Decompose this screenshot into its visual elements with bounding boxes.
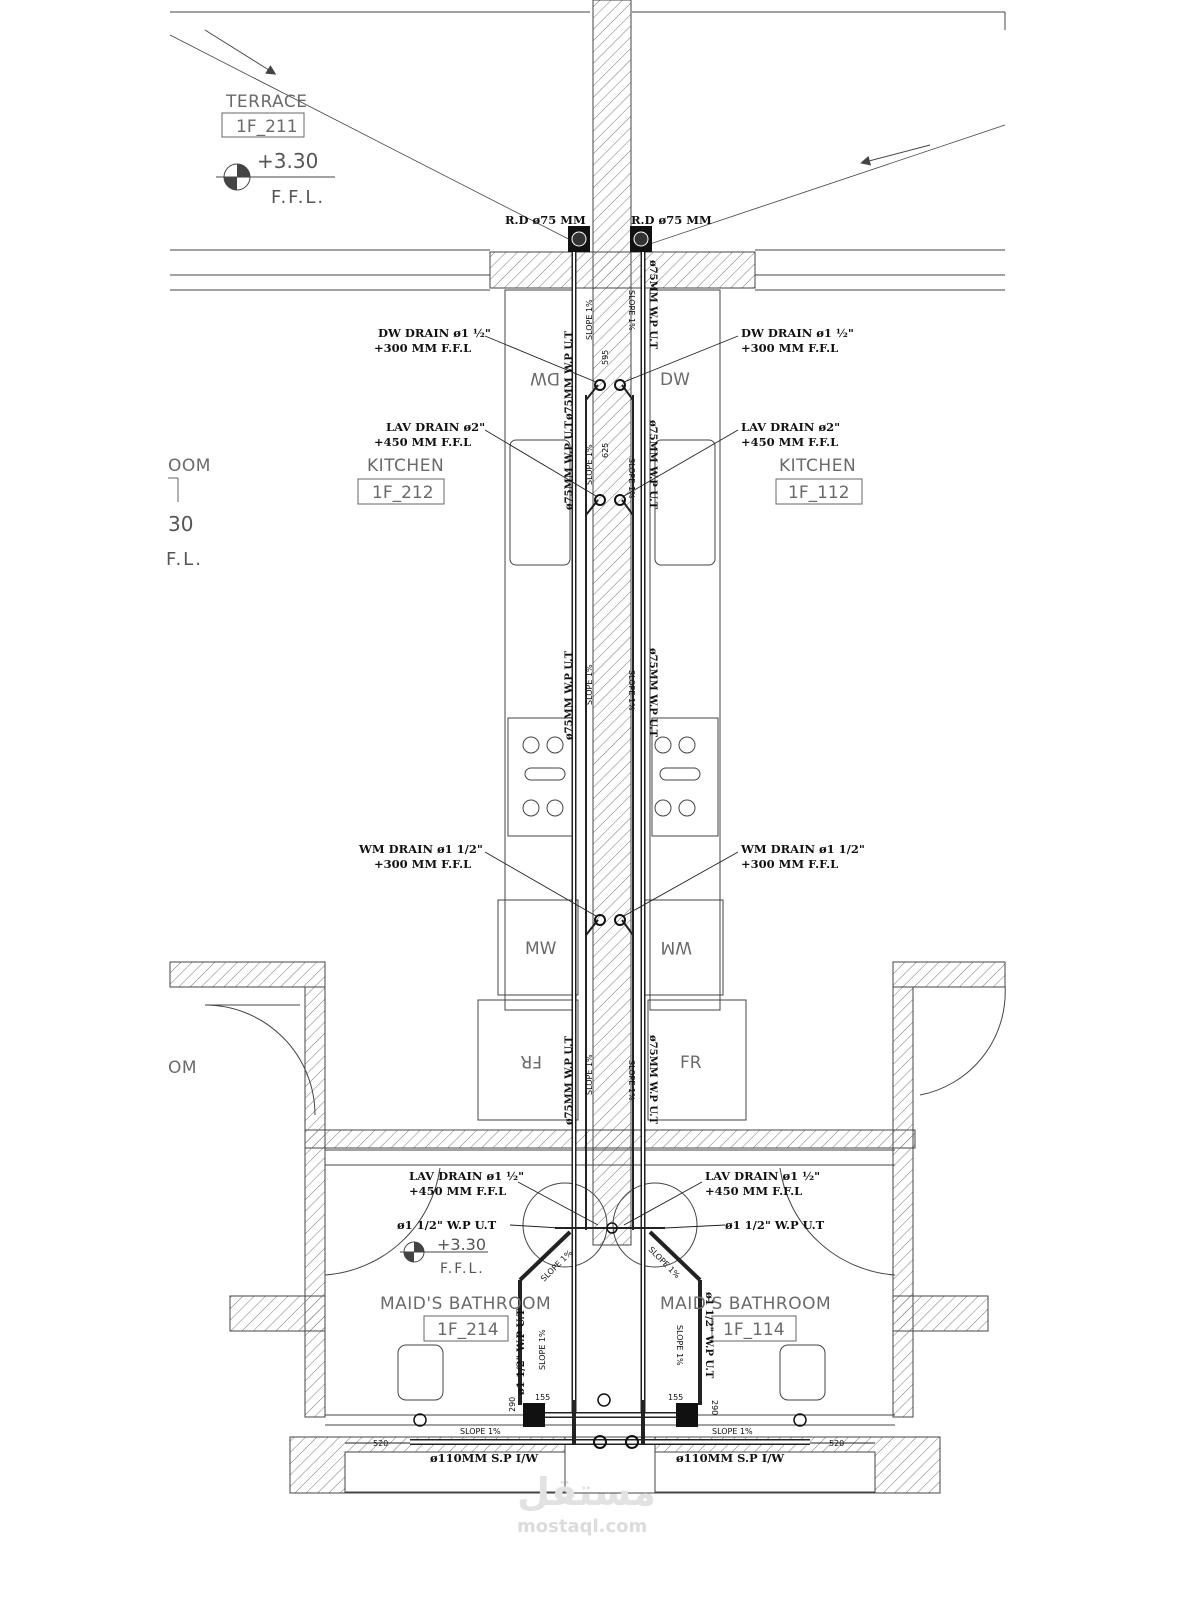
room-name: OOM <box>168 456 211 476</box>
room-label-maid-right: MAID'S BATHROOM 1F_114 <box>660 1294 831 1342</box>
slope-note-2: SLOPE 1% <box>585 444 594 485</box>
rd-note-right: R.D ø75 MM <box>631 213 712 227</box>
dim-290-right: 290 <box>710 1400 719 1415</box>
pipe-note-left-4: ø75MM W.P U.T <box>564 1035 575 1125</box>
dw-drain-right-1: DW DRAIN ø1 ½" <box>741 326 854 340</box>
slope-bath-left: SLOPE 1% <box>538 1329 547 1370</box>
wm-drain-right-1: WM DRAIN ø1 1/2" <box>740 842 865 856</box>
room-label-kitchen-left: KITCHEN 1F_212 <box>357 456 445 505</box>
dim-155-right: 155 <box>668 1393 683 1402</box>
room-name: OM <box>168 1058 197 1078</box>
pipes <box>410 240 810 1445</box>
pipe-note-left-2: ø75MM W.P U.T <box>564 420 575 510</box>
drain-notes: R.D ø75 MM R.D ø75 MM DW DRAIN ø1 ½" +30… <box>358 213 865 1465</box>
room-name: KITCHEN <box>367 456 444 476</box>
slope-diag-left: SLOPE 1% <box>539 1248 574 1283</box>
slope-note-1: SLOPE 1% <box>585 299 594 340</box>
dim-595: 595 <box>601 350 610 365</box>
appliance-fr-right: FR <box>680 1053 702 1073</box>
pipe-note-left-3: ø75MM W.P U.T <box>564 650 575 740</box>
room-name: MAID'S BATHROOM <box>660 1294 831 1314</box>
slope-bottom-left: SLOPE 1% <box>460 1427 501 1436</box>
vertical-pipe-notes: ø75MM W.P U.T ø75MM W.P U.T ø75MM W.P U.… <box>373 260 844 1448</box>
structure <box>169 0 1006 1494</box>
dw-drain-left-2: +300 MM F.F.L <box>374 341 471 355</box>
room-name: KITCHEN <box>779 456 856 476</box>
appliance-labels: DW DW MW WM FR FR <box>520 368 702 1073</box>
dim-290-left: 290 <box>508 1397 517 1412</box>
room-code: 1F_214 <box>437 1320 499 1340</box>
pipe-note-right-1: ø75MM W.P U.T <box>647 260 658 350</box>
level-symbol-terrace <box>216 163 335 191</box>
watermark: مستقل mostaql.com <box>517 1470 656 1537</box>
wm-drain-left-2: +300 MM F.F.L <box>374 857 471 871</box>
wp-bath-right: ø1 1/2" W.P U.T <box>725 1218 825 1232</box>
level-symbol-maid-left <box>400 1241 488 1263</box>
room-code: 1F_212 <box>372 483 434 503</box>
dw-drain-left-1: DW DRAIN ø1 ½" <box>378 326 491 340</box>
wm-drain-left-1: WM DRAIN ø1 1/2" <box>358 842 483 856</box>
slope-bath-right: SLOPE 1% <box>675 1325 684 1366</box>
slope-note-7: SLOPE 1% <box>627 670 636 711</box>
wp-bath-left: ø1 1/2" W.P U.T <box>397 1218 497 1232</box>
room-name: TERRACE <box>225 92 308 112</box>
dim-520-right: 520 <box>829 1439 844 1448</box>
dw-drain-right-2: +300 MM F.F.L <box>741 341 838 355</box>
ffl-label: F.F.L. <box>271 187 325 208</box>
slope-bottom-right: SLOPE 1% <box>712 1427 753 1436</box>
slope-note-5: SLOPE 1% <box>627 290 636 331</box>
appliance-dw-left: DW <box>530 368 560 388</box>
slope-note-3: SLOPE 1% <box>585 664 594 705</box>
lav-drain-right-2: +450 MM F.F.L <box>741 435 838 449</box>
lav-drain-bath-right-1: LAV DRAIN ø1 ½" <box>705 1169 820 1183</box>
appliance-dw-right: DW <box>660 370 690 390</box>
room-name: MAID'S BATHROOM <box>380 1294 551 1314</box>
slope-note-6: SLOPE 1% <box>627 458 636 499</box>
appliance-mw: MW <box>525 939 557 959</box>
slope-note-4: SLOPE 1% <box>585 1054 594 1095</box>
watermark-latin: mostaql.com <box>517 1516 647 1537</box>
lav-drain-bath-left-2: +450 MM F.F.L <box>409 1184 506 1198</box>
room-code: 1F_211 <box>236 117 298 137</box>
lav-drain-bath-left-1: LAV DRAIN ø1 ½" <box>409 1169 524 1183</box>
sp-right: ø110MM S.P I/W <box>676 1451 785 1465</box>
lav-drain-right-1: LAV DRAIN ø2" <box>741 420 840 434</box>
room-label-maid-left: MAID'S BATHROOM 1F_214 +3.30 F.F.L. <box>380 1235 551 1342</box>
pipe-note-bath-right: ø1 1/2" W.P U.T <box>703 1292 714 1379</box>
ffl-label: F.L. <box>166 549 203 570</box>
pipe-note-right-2: ø75MM W.P U.T <box>647 420 658 510</box>
room-label-terrace: TERRACE 1F_211 +3.30 F.F.L. <box>221 92 325 208</box>
wm-drain-right-2: +300 MM F.F.L <box>741 857 838 871</box>
pipe-note-bath-left: ø1 1/2" W.P U.T <box>516 1308 527 1395</box>
watermark-arabic: مستقل <box>517 1470 656 1514</box>
lav-drain-left-2: +450 MM F.F.L <box>374 435 471 449</box>
pipe-note-right-3: ø75MM W.P U.T <box>647 648 658 738</box>
leader-lines <box>345 335 875 1444</box>
lav-drain-bath-right-2: +450 MM F.F.L <box>705 1184 802 1198</box>
room-label-kitchen-right: KITCHEN 1F_112 <box>775 456 863 505</box>
rd-note-left: R.D ø75 MM <box>505 213 586 227</box>
dim-520-left: 520 <box>373 1439 388 1448</box>
appliance-wm: WM <box>661 937 692 957</box>
room-code: 1F_114 <box>723 1320 785 1340</box>
pipe-note-left-1: ø75MM W.P U.T <box>564 330 575 420</box>
dim-625: 625 <box>601 443 610 458</box>
fittings <box>413 226 807 1449</box>
sp-left: ø110MM S.P I/W <box>430 1451 539 1465</box>
room-label-cut-left: OOM 30 F.L. OM <box>166 456 211 1078</box>
ffl-label: F.F.L. <box>440 1261 485 1277</box>
room-code: 1F_112 <box>788 483 850 503</box>
pipe-note-right-4: ø75MM W.P U.T <box>647 1035 658 1125</box>
level-value: 30 <box>168 512 193 536</box>
slope-diag-right: SLOPE 1% <box>647 1245 682 1280</box>
level-value: +3.30 <box>257 149 318 173</box>
level-value: +3.30 <box>437 1235 486 1254</box>
dim-155-left: 155 <box>535 1393 550 1402</box>
lav-drain-left-1: LAV DRAIN ø2" <box>386 420 485 434</box>
slope-note-8: SLOPE 1% <box>627 1060 636 1101</box>
appliance-fr-left: FR <box>520 1051 542 1071</box>
